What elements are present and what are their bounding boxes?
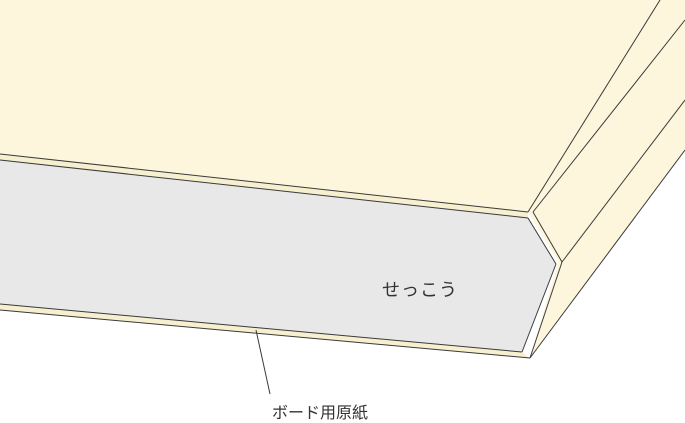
right-bevel-outer-bottom — [529, 261, 563, 359]
core-top-edge — [0, 159, 529, 219]
paper-label-leader-line — [255, 329, 271, 395]
board-right-paper-face — [528, 0, 685, 358]
core-bevel-upper — [527, 217, 557, 265]
gypsum-core-face — [0, 160, 556, 352]
bottom-paper-outer-edge — [0, 309, 531, 359]
top-face-front-edge — [0, 153, 529, 213]
top-paper-edge-band — [0, 154, 528, 218]
right-side-bottom-edge — [529, 149, 685, 359]
board-top-paper-face — [0, 0, 660, 212]
right-bevel-outer-top — [532, 19, 685, 213]
top-face-right-edge — [527, 0, 661, 213]
core-bevel-lower — [521, 263, 557, 353]
right-bevel-ridge — [532, 211, 563, 263]
gypsum-core-label: せっこう — [382, 280, 458, 301]
right-side-far-edge — [561, 99, 685, 263]
board-paper-label: ボード用原紙 — [272, 403, 369, 422]
bottom-paper-edge-band — [0, 304, 530, 358]
core-bottom-edge — [0, 303, 523, 353]
